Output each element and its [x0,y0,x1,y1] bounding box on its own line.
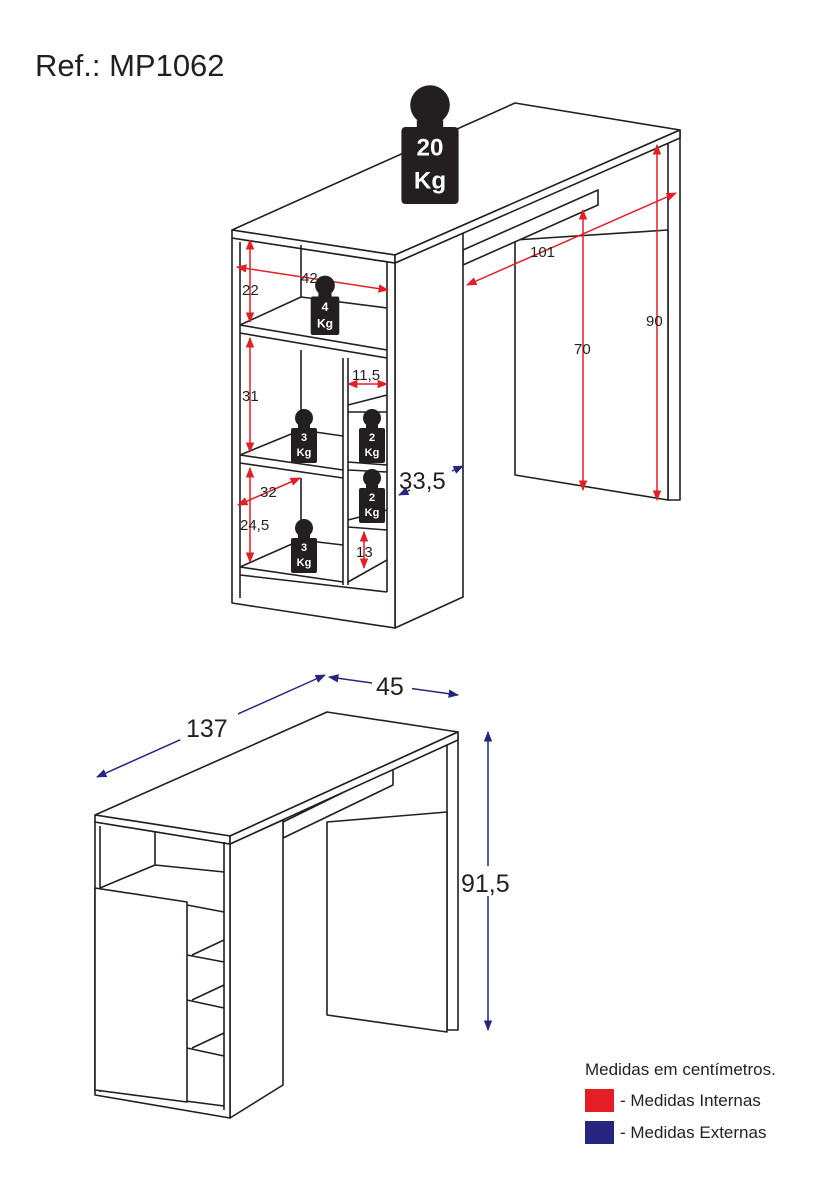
weight-badge-3kg: 3Kg [291,409,317,463]
cabinet-side [394,232,464,629]
legend-note: Medidas em centímetros. [585,1060,776,1079]
dim-11-5: 11,5 [352,367,380,384]
weight-unit: Kg [297,447,312,459]
dim-70: 70 [574,341,591,358]
cabinet-door [94,887,188,1103]
bottom-dimensions: 137 45 91,5 [96,672,522,1032]
dim-24-5: 24,5 [240,517,269,534]
dim-22: 22 [242,282,259,299]
cabinet-side [229,819,284,1119]
weight-value: 20 [417,135,444,162]
weight-value: 2 [369,432,375,444]
dim-33-5: 33,5 [399,468,446,495]
weight-badge-4kg: 4Kg [310,275,340,335]
right-leg-panel [446,735,459,1031]
bottom-drawing [94,711,459,1119]
weight-value: 3 [301,432,307,444]
weight-unit: Kg [317,316,333,330]
weight-unit: Kg [365,447,380,459]
weight-badge-2kg: 2Kg [359,409,385,463]
weight-value: 2 [369,492,375,504]
dim-45: 45 [376,673,404,701]
legend-swatch-red [585,1089,614,1112]
weight-value: 4 [322,300,329,314]
weight-value: 3 [301,542,307,554]
right-leg-panel [667,131,681,501]
reference-title: Ref.: MP1062 [35,48,225,83]
legend-external: - Medidas Externas [585,1121,776,1144]
dim-31: 31 [242,388,259,405]
dim-91-5: 91,5 [461,870,510,898]
legend: Medidas em centímetros. - Medidas Intern… [585,1060,776,1144]
legend-internal: - Medidas Internas [585,1089,776,1112]
back-leg-panel [326,811,448,1033]
weight-badge-2kg: 2Kg [359,469,385,523]
dim-13: 13 [356,544,373,561]
weight-unit: Kg [297,557,312,569]
legend-swatch-blue [585,1121,614,1144]
dim-101: 101 [530,244,555,261]
weight-unit: Kg [365,507,380,519]
dim-42-line [235,264,390,293]
weight-badge-3kg: 3Kg [291,519,317,573]
dim-90: 90 [646,313,663,330]
dim-42: 42 [301,270,318,287]
dim-137: 137 [186,715,228,743]
dim-101-line [466,192,677,286]
back-leg-panel [514,229,669,501]
top-dimensions: 42 22 31 32 24,5 11,5 13 101 70 90 33,5 [235,143,677,570]
weight-unit: Kg [414,168,446,195]
dim-32: 32 [260,484,277,501]
